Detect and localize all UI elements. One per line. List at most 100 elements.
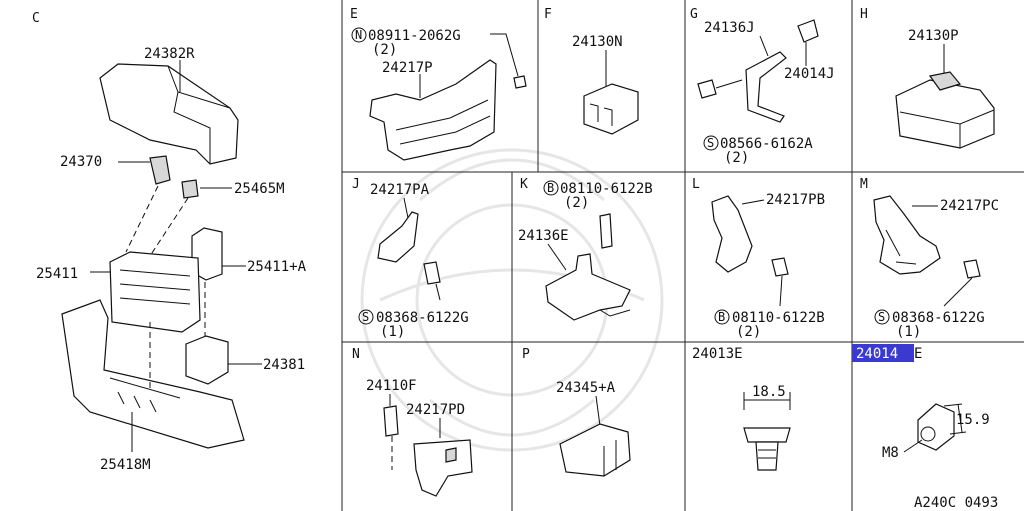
section-h-label: H [860, 7, 868, 22]
section-n: N 24110F 24217PD [352, 347, 473, 497]
clip-24013E-head [743, 427, 791, 443]
part-24014-suffix: E [914, 346, 922, 362]
part-24136E-label: 24136E [518, 228, 569, 244]
part-08566-label: 08566-6162A [720, 136, 813, 152]
section-24013E: 24013E 18.5 [692, 346, 791, 471]
part-08911-label: 08911-2062G [368, 28, 461, 44]
part-25411A-label: 25411+A [247, 259, 307, 275]
fuse-block-25411 [109, 251, 201, 333]
highlight-box [852, 344, 914, 362]
section-grid [341, 0, 1024, 511]
bolt-icon-k [599, 213, 613, 249]
section-24014E: 24014 E 15.9 M8 [852, 344, 990, 461]
part-08110-k-label: 08110-6122B [560, 181, 653, 197]
section-f-label: F [544, 7, 552, 22]
bolt-icon-n [383, 405, 399, 437]
section-g-prefix: S [707, 136, 714, 150]
section-p-label: P [522, 347, 530, 362]
part-24014-highlight[interactable]: 24014 [856, 346, 898, 362]
part-25411-label: 25411 [36, 266, 78, 282]
fuse-25465M [181, 179, 199, 199]
part-24014J-label: 24014J [784, 66, 835, 82]
section-e: E N 08911-2062G (2) 24217P [350, 7, 527, 161]
section-j-prefix: S [362, 310, 369, 324]
part-25465M-label: 25465M [234, 181, 285, 197]
nut-icon [513, 75, 527, 89]
section-e-label: E [350, 7, 358, 22]
bracket-24217PC [873, 195, 941, 275]
section-m-prefix: S [878, 310, 885, 324]
section-n-label: N [352, 347, 360, 362]
part-24217PD-label: 24217PD [406, 402, 465, 418]
nut-hole-icon [920, 426, 936, 442]
part-08368-j-qty: (1) [380, 324, 405, 340]
section-c: C 24382R 24370 25465M 25411+A 25411 2438… [32, 11, 307, 473]
section-e-prefix: N [355, 28, 362, 42]
part-24136J-label: 24136J [704, 20, 755, 36]
section-l-prefix: B [718, 310, 725, 324]
screw-symbol-icon-j [358, 309, 374, 325]
relay-24370 [149, 155, 171, 185]
nut-24014E [917, 403, 955, 451]
bolt-icon [697, 79, 717, 99]
clip-24013E-stem [755, 441, 779, 471]
bracket-24136J [745, 51, 787, 123]
part-24217PC-label: 24217PC [940, 198, 999, 214]
section-g-label: G [690, 7, 698, 22]
part-24217PA-label: 24217PA [370, 182, 430, 198]
section-k-prefix: B [547, 181, 554, 195]
module-connector-icon [928, 71, 962, 91]
screw-symbol-icon [703, 135, 719, 151]
section-m: M 24217PC S 08368-6122G (1) [860, 177, 999, 340]
section-m-label: M [860, 177, 868, 192]
part-25418M-label: 25418M [100, 457, 151, 473]
part-08368-j-label: 08368-6122G [376, 310, 469, 326]
bolt-icon-j [423, 261, 441, 285]
section-k: K B 08110-6122B (2) 24136E [518, 177, 653, 321]
part-24217PB-label: 24217PB [766, 192, 825, 208]
section-h: H 24130P [860, 7, 995, 149]
dimension-15-9: 15.9 [956, 412, 990, 428]
bracket-25418M [61, 299, 245, 449]
part-08110-l-qty: (2) [736, 324, 761, 340]
part-24381-label: 24381 [263, 357, 305, 373]
clip-24014J [797, 19, 819, 43]
bracket-24136E [545, 253, 631, 321]
part-24130P-label: 24130P [908, 28, 959, 44]
part-08110-l-label: 08110-6122B [732, 310, 825, 326]
section-l-label: L [692, 177, 700, 192]
bolt-icon-m [963, 259, 981, 279]
nut-symbol-icon [351, 27, 367, 43]
section-f: F 24130N [544, 7, 639, 135]
section-j-label: J [352, 177, 360, 192]
section-c-label: C [32, 11, 40, 26]
part-24013E-label: 24013E [692, 346, 743, 362]
part-08566-qty: (2) [724, 150, 749, 166]
part-24382R-label: 24382R [144, 46, 195, 62]
bolt-icon-l [771, 257, 789, 277]
screw-symbol-icon-m [874, 309, 890, 325]
section-p: P 24345+A [522, 347, 631, 477]
part-24130N-label: 24130N [572, 34, 623, 50]
section-l: L 24217PB B 08110-6122B (2) [692, 177, 825, 340]
diagram-code: A240C 0493 [914, 495, 998, 511]
part-08368-m-qty: (1) [896, 324, 921, 340]
relay-box-cover [99, 63, 239, 165]
part-08368-m-label: 08368-6122G [892, 310, 985, 326]
part-24110F-label: 24110F [366, 378, 417, 394]
dimension-18-5: 18.5 [752, 384, 786, 400]
section-k-label: K [520, 177, 528, 192]
part-24217P-label: 24217P [382, 60, 433, 76]
bracket-24217P [369, 59, 497, 161]
relay-24381 [185, 335, 229, 385]
cover-24345A [559, 423, 631, 477]
bracket-24217PA [377, 211, 419, 263]
section-g: G 24136J 24014J S 08566-6162A (2) [690, 7, 835, 166]
part-24345A-label: 24345+A [556, 380, 616, 396]
section-j: J 24217PA S 08368-6122G (1) [352, 177, 469, 340]
bracket-hole-icon [445, 447, 457, 463]
part-24370-label: 24370 [60, 154, 102, 170]
connector-24130N [583, 83, 639, 135]
